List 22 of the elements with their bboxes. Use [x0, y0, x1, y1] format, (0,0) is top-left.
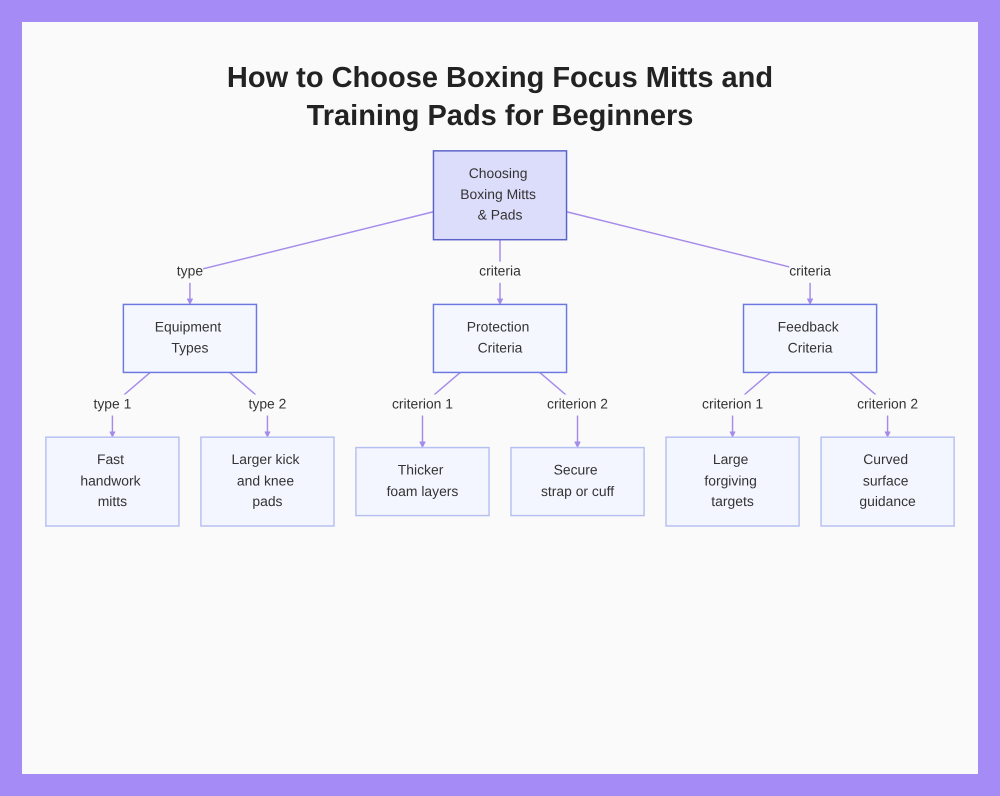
diagram-title: How to Choose Boxing Focus Mitts and Training Pads for Beginners — [226, 61, 774, 134]
node-box: Equipment Types — [122, 304, 258, 374]
node-box: Protection Criteria — [432, 304, 568, 374]
node-box: Large forgiving targets — [665, 436, 800, 528]
edge-label: criterion 1 — [702, 396, 764, 412]
arrow — [566, 211, 814, 306]
node-box: Curved surface guidance — [820, 436, 955, 528]
edge-label: criterion 2 — [547, 396, 608, 412]
edge-label: type — [176, 264, 204, 280]
node-box: Feedback Criteria — [742, 304, 878, 374]
arrow — [186, 211, 434, 306]
edge-label: criterion 2 — [857, 396, 918, 412]
edge-label: criteria — [789, 264, 831, 280]
edge-label: criteria — [479, 264, 521, 280]
node-box: Fast handwork mitts — [45, 436, 180, 528]
edge-label: type 1 — [93, 396, 132, 412]
node-box: Choosing Boxing Mitts & Pads — [432, 150, 568, 241]
node-box: Thicker foam layers — [355, 447, 490, 517]
node-box: Larger kick and knee pads — [200, 436, 335, 528]
edge-label: criterion 1 — [392, 396, 453, 412]
edge-label: type 2 — [248, 396, 286, 412]
node-box: Secure strap or cuff — [510, 447, 645, 517]
